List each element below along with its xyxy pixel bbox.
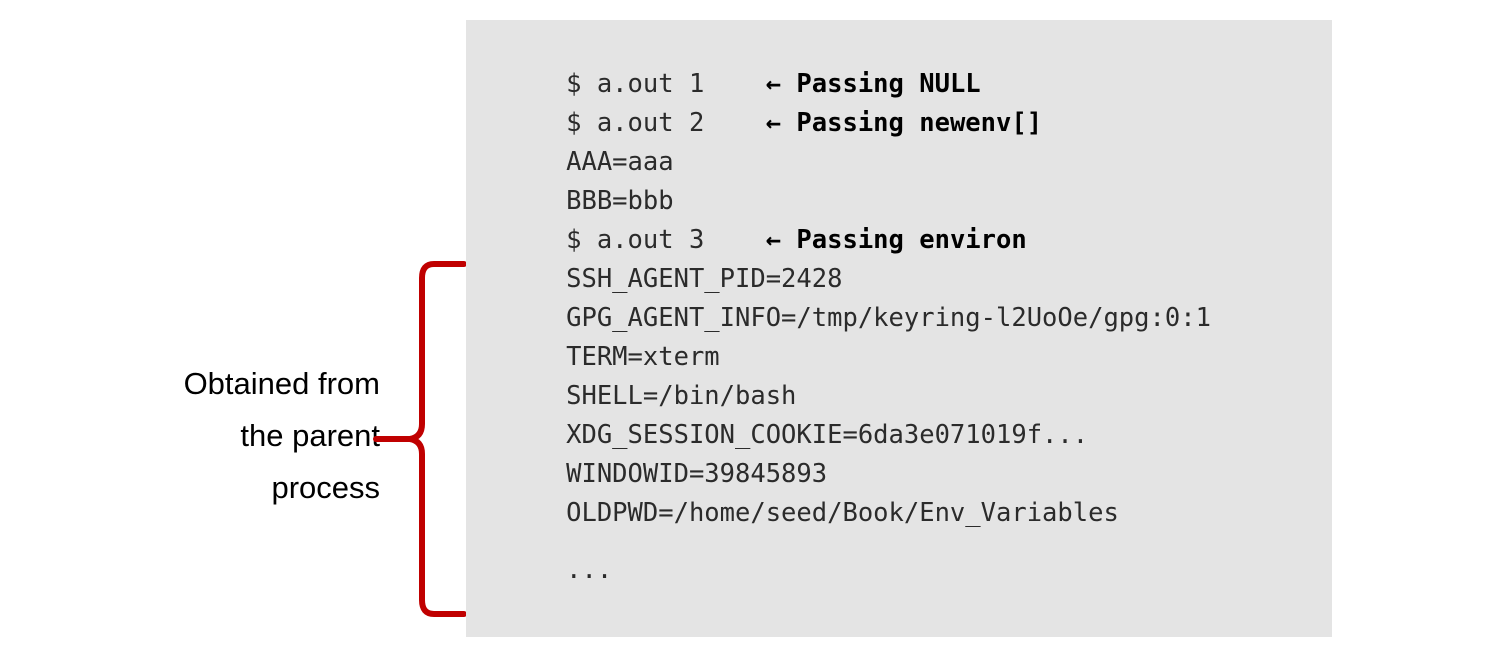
terminal-line: SHELL=/bin/bash [474, 338, 1332, 411]
terminal-line: ... [474, 512, 1332, 585]
terminal-output: SSH_AGENT_PID=2428 [566, 264, 843, 294]
left-arrow-icon: ← [704, 225, 782, 255]
terminal-line: OLDPWD=/home/seed/Book/Env_Variables [474, 455, 1332, 528]
terminal-line: WINDOWID=39845893 [474, 416, 1332, 489]
terminal-output: OLDPWD=/home/seed/Book/Env_Variables [566, 498, 1119, 528]
terminal-output: BBB=bbb [566, 186, 674, 216]
terminal-annotation: Passing newenv[] [796, 108, 1043, 138]
terminal-command: $ a.out 1 [566, 69, 705, 99]
terminal-output-panel: $ a.out 1 ← Passing NULL $ a.out 2 ← Pas… [466, 20, 1332, 637]
terminal-line: XDG_SESSION_COOKIE=6da3e071019f... [474, 377, 1332, 450]
terminal-line: GPG_AGENT_INFO=/tmp/keyring-l2UoOe/gpg:0… [474, 260, 1332, 333]
caption-line-2: the parent [240, 418, 380, 453]
terminal-line: SSH_AGENT_PID=2428 [474, 221, 1332, 294]
terminal-line: BBB=bbb [474, 143, 1332, 216]
left-arrow-icon: ← [704, 108, 782, 138]
terminal-line: $ a.out 1 ← Passing NULL [474, 26, 1332, 99]
caption-line-1: Obtained from [183, 366, 380, 401]
terminal-command: $ a.out 2 [566, 108, 705, 138]
terminal-output: WINDOWID=39845893 [566, 459, 828, 489]
terminal-annotation: Passing NULL [796, 69, 981, 99]
terminal-output: TERM=xterm [566, 342, 720, 372]
caption-obtained-from-parent-process: Obtained from the parent process [8, 358, 380, 514]
terminal-line: TERM=xterm [474, 299, 1332, 372]
terminal-output: SHELL=/bin/bash [566, 381, 797, 411]
caption-line-3: process [271, 470, 380, 505]
terminal-output: XDG_SESSION_COOKIE=6da3e071019f... [566, 420, 1089, 450]
left-arrow-icon: ← [704, 69, 782, 99]
terminal-annotation: Passing environ [796, 225, 1027, 255]
terminal-output: AAA=aaa [566, 147, 674, 177]
terminal-line: AAA=aaa [474, 104, 1332, 177]
terminal-output-ellipsis: ... [566, 555, 613, 585]
left-curly-brace-icon [373, 261, 467, 617]
terminal-output: GPG_AGENT_INFO=/tmp/keyring-l2UoOe/gpg:0… [566, 303, 1211, 333]
terminal-line: $ a.out 2 ← Passing newenv[] [474, 65, 1332, 138]
terminal-line: $ a.out 3 ← Passing environ [474, 182, 1332, 255]
terminal-command: $ a.out 3 [566, 225, 705, 255]
